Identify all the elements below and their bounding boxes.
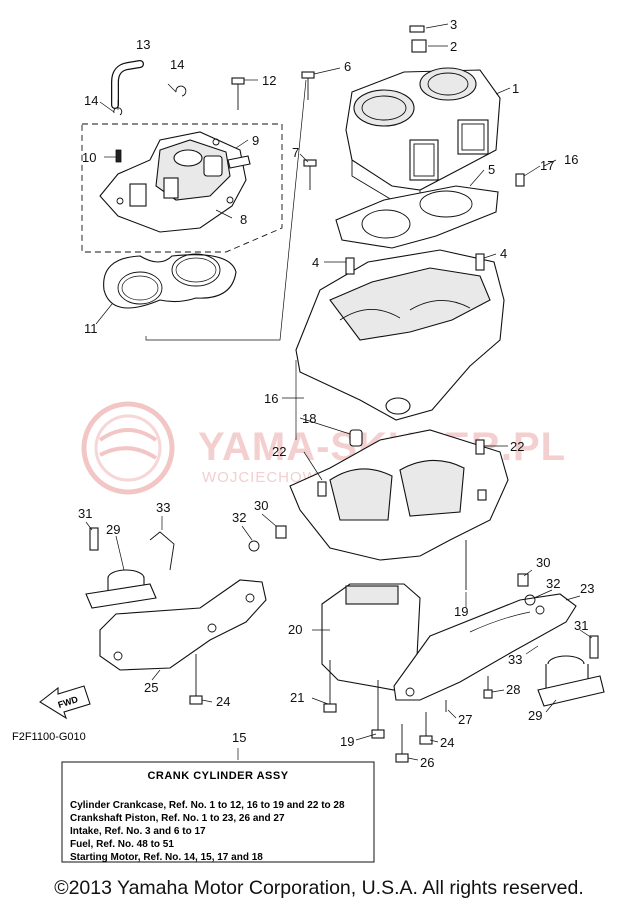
callout-28: 28 (506, 682, 520, 697)
callout-30b: 30 (536, 555, 550, 570)
intake-cover-group (81, 123, 283, 253)
group-bracket-line (145, 79, 307, 341)
mount-bracket-right (393, 593, 577, 701)
crankcase-lower (289, 429, 509, 561)
hose-part (111, 60, 144, 109)
callout-33b: 33 (508, 652, 522, 667)
callout-7: 7 (292, 145, 299, 160)
callout-13: 13 (136, 37, 150, 52)
callout-10: 10 (82, 150, 96, 165)
callout-11: 11 (84, 321, 98, 336)
callout-20: 20 (288, 622, 302, 637)
callout-14: 14 (170, 57, 184, 72)
callout-26: 26 (420, 755, 434, 770)
copyright-notice: ©2013 Yamaha Motor Corporation, U.S.A. A… (54, 877, 584, 899)
reed-valve-part (321, 583, 421, 691)
info-box-title: CRANK CYLINDER ASSY (147, 770, 288, 782)
callout-4: 4 (312, 255, 319, 270)
callout-23: 23 (580, 581, 594, 596)
callout-17: 17 (540, 158, 554, 173)
assembly-info-box: CRANK CYLINDER ASSY Cylinder Crankcase, … (61, 761, 375, 863)
callout-30: 30 (254, 498, 268, 513)
callout-29: 29 (106, 522, 120, 537)
callout-16: 16 (564, 152, 578, 167)
callout-31: 31 (78, 506, 92, 521)
mount-bracket-left (99, 579, 267, 671)
callout-27: 27 (458, 712, 472, 727)
engine-mount-right (537, 635, 605, 707)
callout-31b: 31 (574, 618, 588, 633)
info-box-line: Fuel, Ref. No. 48 to 51 (70, 839, 174, 850)
callout-32: 32 (232, 510, 246, 525)
info-box-line: Crankshaft Piston, Ref. No. 1 to 23, 26 … (70, 813, 285, 824)
intake-gasket (103, 253, 237, 309)
engine-mount-left (85, 527, 157, 609)
info-box-line: Cylinder Crankcase, Ref. No. 1 to 12, 16… (70, 800, 345, 811)
callout-6: 6 (344, 59, 351, 74)
callout-14b: 14 (84, 93, 98, 108)
parts-diagram: YAMA-SKUTER.PL WOJCIECHOWSKI DEALER YAMA… (12, 17, 605, 863)
callout-24: 24 (216, 694, 230, 709)
cylinder-part (345, 67, 501, 201)
cylinder-gasket (335, 185, 499, 249)
callout-15: 15 (232, 730, 246, 745)
callout-29b: 29 (528, 708, 542, 723)
callout-9: 9 (252, 133, 259, 148)
leader-lines (85, 23, 593, 761)
callout-12: 12 (262, 73, 276, 88)
callout-1: 1 (512, 81, 519, 96)
info-box-line: Intake, Ref. No. 3 and 6 to 17 (70, 826, 206, 837)
bolts (189, 25, 536, 763)
callout-8: 8 (240, 212, 247, 227)
callout-22b: 22 (510, 439, 524, 454)
callout-19b: 19 (340, 734, 354, 749)
callout-18: 18 (302, 411, 316, 426)
callout-21: 21 (290, 690, 304, 705)
watermark-logo (81, 401, 175, 495)
callout-25: 25 (144, 680, 158, 695)
fwd-arrow-icon: FWD (39, 685, 91, 720)
callout-19: 19 (454, 604, 468, 619)
callout-22: 22 (272, 444, 286, 459)
clamp-part (113, 85, 187, 116)
callout-33: 33 (156, 500, 170, 515)
callout-2: 2 (450, 39, 457, 54)
callout-5: 5 (488, 162, 495, 177)
callout-24b: 24 (440, 735, 454, 750)
callout-3: 3 (450, 17, 457, 32)
callouts: 3 2 1 13 14 12 6 14 10 9 8 7 5 17 16 4 4… (78, 17, 594, 770)
diagram-code: F2F1100-G010 (12, 731, 86, 743)
callout-4b: 4 (500, 246, 507, 261)
callout-32b: 32 (546, 576, 560, 591)
callout-16b: 16 (264, 391, 278, 406)
info-box-line: Starting Motor, Ref. No. 14, 15, 17 and … (70, 852, 263, 863)
clip-left (149, 531, 175, 571)
crankcase-upper (295, 249, 505, 440)
